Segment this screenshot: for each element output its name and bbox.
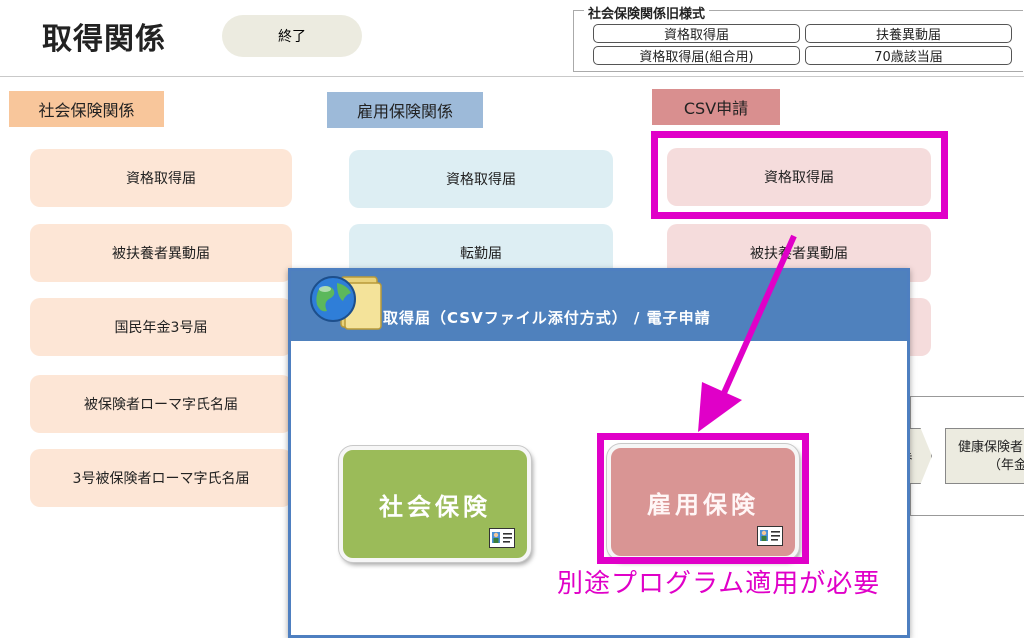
employment-shikaku-button[interactable]: 資格取得届 — [349, 150, 613, 208]
page-title: 取得関係 — [42, 22, 166, 57]
employment-insurance-submit-button[interactable]: 雇用保険 — [607, 444, 799, 560]
social-insurance-header: 社会保険関係 — [9, 91, 164, 127]
dialog-title: 取得届（CSVファイル添付方式） / 電子申請 — [383, 309, 711, 327]
kenko-hokensha-label-2: （年金 — [988, 458, 1024, 473]
old-forms-title: 社会保険関係旧様式 — [584, 3, 710, 22]
csv-shikaku-button[interactable]: 資格取得届 — [667, 148, 931, 206]
highlight-csv-shikaku — [651, 131, 948, 219]
dialog-titlebar — [291, 271, 907, 341]
old-form-70-button[interactable]: 70歳該当届 — [805, 46, 1012, 65]
old-form-shikaku-button[interactable]: 資格取得届 — [593, 24, 800, 43]
annotation-note: 別途プログラム適用が必要 — [557, 569, 881, 599]
employment-insurance-submit-label: 雇用保険 — [647, 490, 759, 519]
header-divider — [0, 76, 1024, 77]
social-insurance-submit-label: 社会保険 — [379, 492, 491, 521]
social-fuyo-button[interactable]: 被扶養者異動届 — [30, 224, 292, 282]
employment-insurance-header: 雇用保険関係 — [327, 92, 483, 128]
csv-application-header: CSV申請 — [652, 89, 780, 125]
id-card-icon — [757, 526, 783, 546]
old-form-fuyo-button[interactable]: 扶養異動届 — [805, 24, 1012, 43]
old-form-kumiai-button[interactable]: 資格取得届(組合用) — [593, 46, 800, 65]
social-romaji-button[interactable]: 被保険者ローマ字氏名届 — [30, 375, 292, 433]
highlight-employment-button — [597, 433, 809, 564]
social-3go-romaji-button[interactable]: 3号被保険者ローマ字氏名届 — [30, 449, 292, 507]
annotation-arrow-icon — [698, 234, 797, 432]
old-forms-group — [573, 10, 1023, 72]
globe-folder-icon — [310, 276, 382, 330]
id-card-icon — [489, 528, 515, 548]
social-shikaku-button[interactable]: 資格取得届 — [30, 149, 292, 207]
kenko-hokensha-label-1: 健康保険者 — [958, 440, 1024, 455]
end-button[interactable]: 終了 — [222, 15, 362, 57]
social-nenkin3-button[interactable]: 国民年金3号届 — [30, 298, 292, 356]
kenko-hokensha-button[interactable]: 健康保険者 （年金 — [945, 428, 1024, 484]
social-insurance-submit-button[interactable]: 社会保険 — [339, 446, 531, 562]
